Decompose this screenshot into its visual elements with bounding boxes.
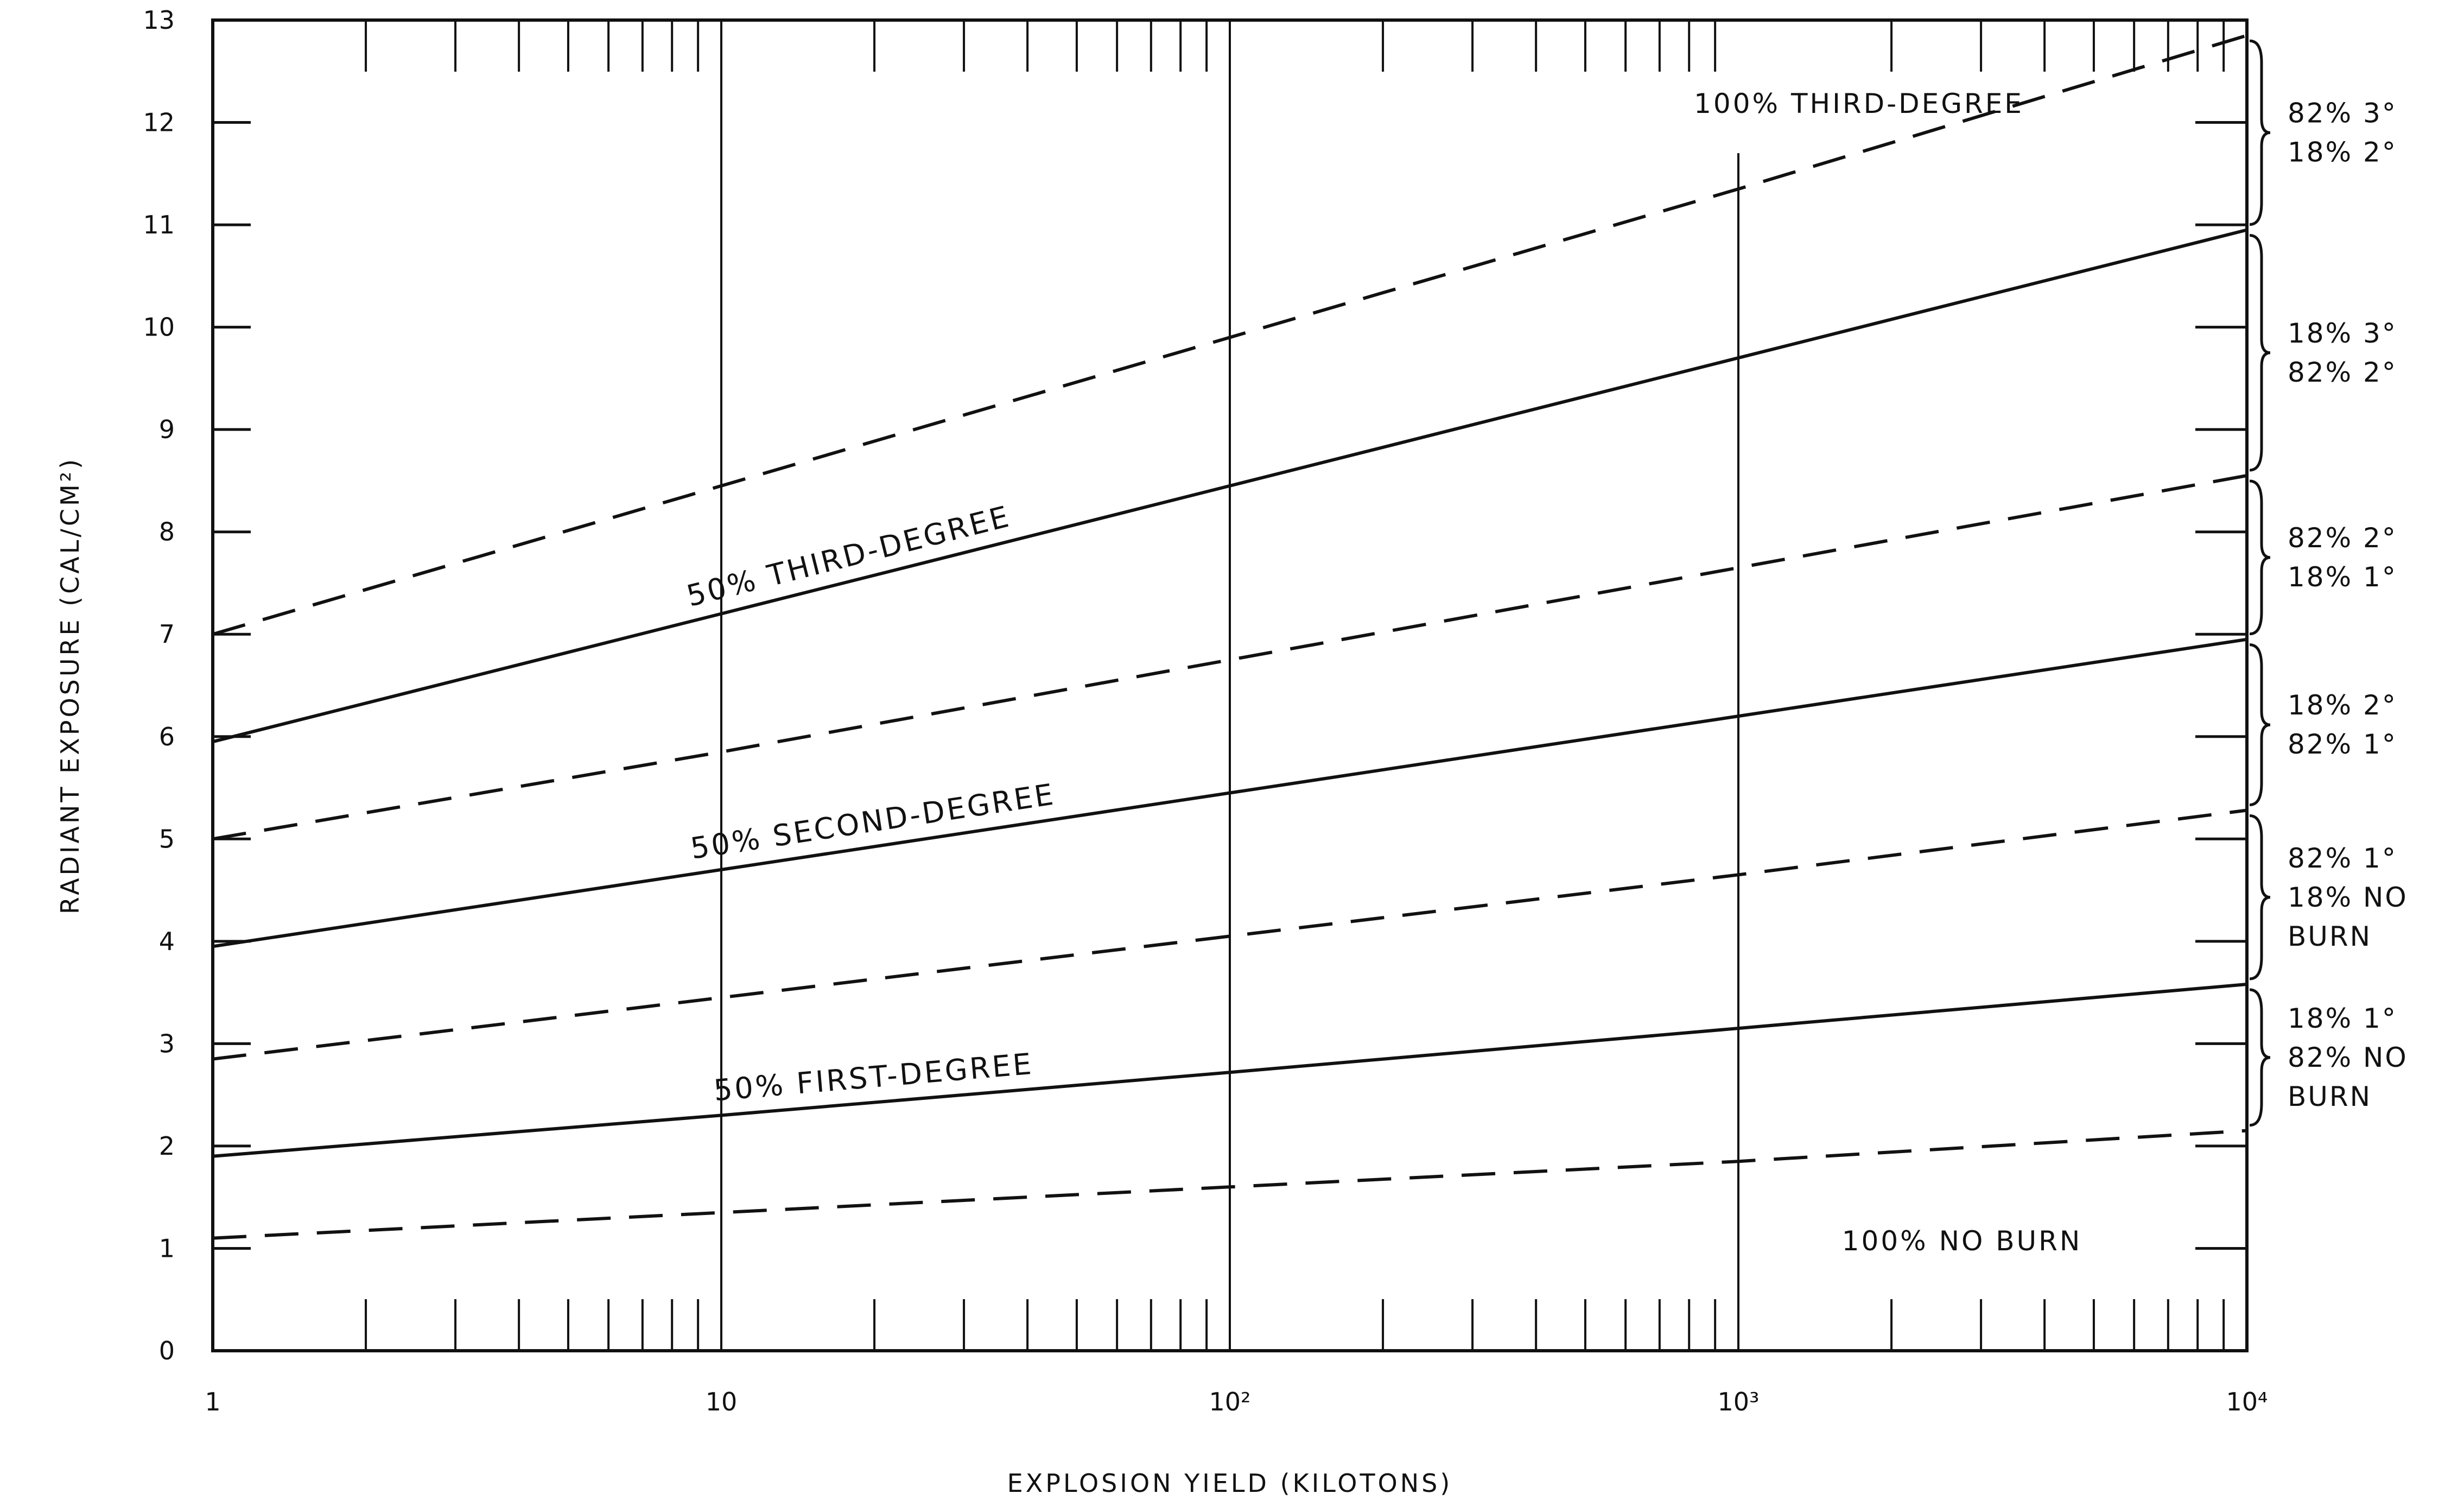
series-6-point-3 xyxy=(1737,188,1739,190)
series-0-point-3 xyxy=(1737,1160,1739,1162)
series-6-point-2 xyxy=(1229,336,1231,338)
y-tick-label-8: 8 xyxy=(159,517,175,547)
bracket-label-5-1: 82% NO xyxy=(2288,1042,2408,1073)
right-bracket-4 xyxy=(2249,814,2271,980)
bracket-label-4-1: 18% NO xyxy=(2288,882,2408,913)
y-axis-label: RADIANT EXPOSURE (CAL/CM²) xyxy=(55,457,85,914)
right-bracket-3 xyxy=(2249,643,2271,807)
series-3-point-3 xyxy=(1737,715,1739,717)
right-bracket-5 xyxy=(2249,988,2271,1127)
series-3-point-1 xyxy=(720,869,722,871)
y-tick-label-3: 3 xyxy=(159,1029,175,1058)
series-1-point-1 xyxy=(720,1114,722,1116)
x-tick-label-0: 1 xyxy=(205,1387,220,1416)
series-0-point-2 xyxy=(1229,1186,1231,1188)
y-tick-label-10: 10 xyxy=(143,313,175,342)
bracket-label-3-1: 82% 1° xyxy=(2288,729,2397,760)
bracket-label-4-0: 82% 1° xyxy=(2288,843,2397,874)
bracket-label-3-0: 18% 2° xyxy=(2288,689,2397,721)
series-3-point-2 xyxy=(1229,792,1231,794)
series-6-point-1 xyxy=(720,485,722,487)
y-tick-label-2: 2 xyxy=(159,1131,175,1161)
bracket-label-5-2: BURN xyxy=(2288,1081,2372,1112)
plot-frame-layer xyxy=(211,18,2271,1352)
x-tick-label-2: 10² xyxy=(1209,1387,1251,1416)
x-tick-label-1: 10 xyxy=(706,1387,738,1416)
y-tick-label-5: 5 xyxy=(159,824,175,853)
bracket-label-4-2: BURN xyxy=(2288,921,2372,952)
x-tick-label-4: 10⁴ xyxy=(2226,1387,2268,1416)
bracket-label-2-1: 18% 1° xyxy=(2288,561,2397,593)
series-1-point-2 xyxy=(1229,1071,1231,1073)
right-bracket-1 xyxy=(2249,234,2271,472)
y-tick-label-4: 4 xyxy=(159,927,175,956)
bracket-label-0-1: 18% 2° xyxy=(2288,136,2397,168)
bracket-label-2-0: 82% 2° xyxy=(2288,522,2397,554)
y-tick-label-7: 7 xyxy=(159,619,175,649)
series-5-point-2 xyxy=(1229,485,1231,487)
curve-label-5: 50% THIRD-DEGREE xyxy=(683,499,1014,613)
annotation-100-third-degree: 100% THIRD-DEGREE xyxy=(1694,88,2024,119)
series-2-point-3 xyxy=(1737,874,1739,876)
series-2-point-2 xyxy=(1229,935,1231,937)
series-line-4 xyxy=(212,474,2247,841)
series-4-point-1 xyxy=(720,751,722,753)
y-tick-label-13: 13 xyxy=(143,5,175,35)
series-line-2 xyxy=(212,808,2247,1061)
series-layer xyxy=(212,34,2248,1240)
y-tick-label-1: 1 xyxy=(159,1233,175,1263)
series-1-point-3 xyxy=(1737,1027,1739,1029)
y-tick-label-9: 9 xyxy=(159,415,175,444)
curve-label-3: 50% SECOND-DEGREE xyxy=(688,777,1057,866)
series-5-point-1 xyxy=(720,613,722,615)
y-tick-label-12: 12 xyxy=(143,108,175,137)
bracket-label-1-1: 82% 2° xyxy=(2288,357,2397,388)
y-tick-label-11: 11 xyxy=(143,210,175,239)
series-2-point-1 xyxy=(720,997,722,999)
x-axis-label: EXPLOSION YIELD (KILOTONS) xyxy=(1007,1469,1453,1498)
y-tick-label-0: 0 xyxy=(159,1336,175,1365)
curve-label-1: 50% FIRST-DEGREE xyxy=(713,1047,1035,1108)
right-bracket-2 xyxy=(2249,479,2271,636)
right-bracket-0 xyxy=(2249,39,2271,226)
grid-layer xyxy=(720,20,1739,1351)
bracket-label-1-0: 18% 3° xyxy=(2288,318,2397,349)
annotation-100-no-burn: 100% NO BURN xyxy=(1842,1225,2082,1257)
series-4-point-2 xyxy=(1229,659,1231,661)
bracket-label-0-0: 82% 3° xyxy=(2288,97,2397,129)
series-5-point-3 xyxy=(1737,357,1739,359)
plot-frame xyxy=(211,18,2249,1352)
bracket-label-5-0: 18% 1° xyxy=(2288,1003,2397,1034)
x-tick-label-3: 10³ xyxy=(1718,1387,1760,1416)
series-4-point-3 xyxy=(1737,567,1739,569)
series-0-point-1 xyxy=(720,1211,722,1213)
y-tick-label-6: 6 xyxy=(159,722,175,751)
